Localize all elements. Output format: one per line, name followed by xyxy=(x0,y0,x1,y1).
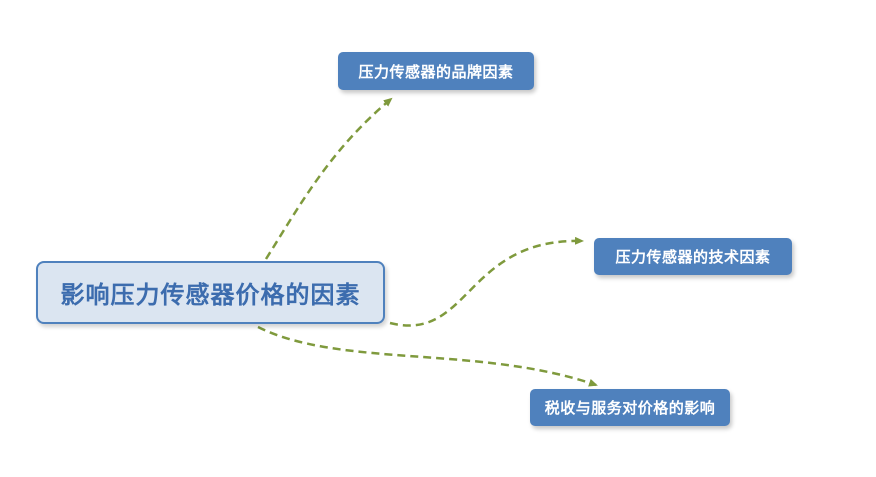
branch-node-tech-label: 压力传感器的技术因素 xyxy=(615,249,771,266)
branch-node-brand-label: 压力传感器的品牌因素 xyxy=(358,63,514,81)
central-node-label: 影响压力传感器价格的因素 xyxy=(60,282,361,309)
branch-node-tax-service[interactable]: 税收与服务对价格的影响 xyxy=(530,389,730,426)
central-node-price-factors[interactable]: 影响压力传感器价格的因素 xyxy=(36,261,385,324)
branch-node-brand-factors[interactable]: 压力传感器的品牌因素 xyxy=(338,52,534,90)
connector-arrow-tax xyxy=(257,325,598,387)
connector-arrow-brand xyxy=(264,97,393,260)
branch-node-tech-factors[interactable]: 压力传感器的技术因素 xyxy=(594,238,792,275)
connector-arrow-tech xyxy=(389,236,584,327)
branch-node-tax-label: 税收与服务对价格的影响 xyxy=(544,400,716,417)
